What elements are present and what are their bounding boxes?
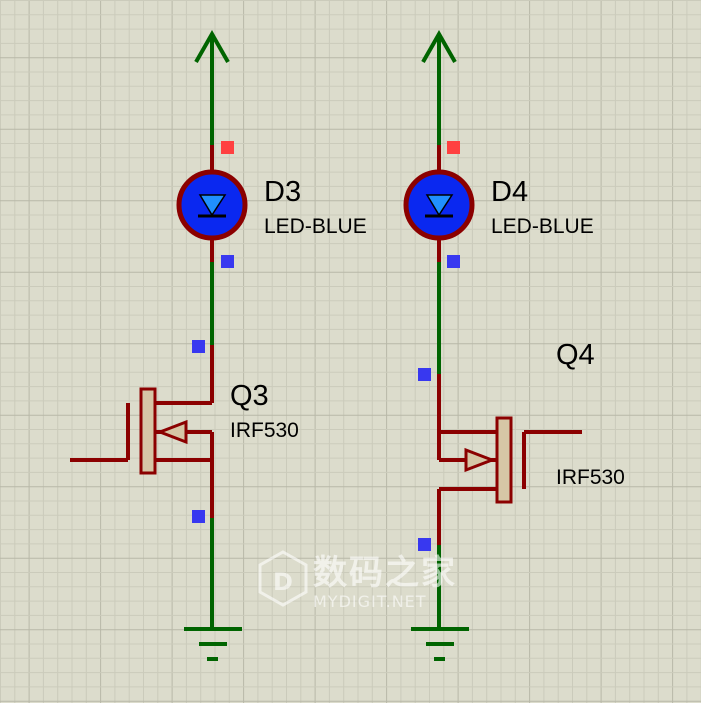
watermark-cn-text: 数码之家 (313, 553, 457, 593)
pin-marker (192, 510, 205, 523)
watermark: D 数码之家 MYDIGIT.NET (258, 550, 457, 611)
pin-marker (192, 340, 205, 353)
power-terminal-icon[interactable] (194, 29, 230, 145)
pin-marker (447, 255, 460, 268)
d4-value-label: LED-BLUE (491, 215, 594, 238)
nmos-icon[interactable] (437, 374, 582, 545)
pin-marker (447, 141, 460, 154)
q3-value-label: IRF530 (230, 419, 299, 442)
watermark-logo-letter: D (273, 568, 293, 596)
circuit-d3-q3: D3 LED-BLUE Q3 IRF530 (70, 29, 367, 661)
circuit-d4-q4: D4 LED-BLUE Q4 IRF530 (403, 29, 625, 661)
pin-marker (221, 141, 234, 154)
pin-marker (418, 538, 431, 551)
watermark-en-text: MYDIGIT.NET (313, 592, 427, 611)
q4-ref-label: Q4 (556, 339, 595, 371)
watermark-logo-icon: D (258, 550, 308, 607)
ground-icon[interactable] (184, 627, 242, 661)
d3-ref-label: D3 (264, 176, 301, 208)
pin-marker (221, 255, 234, 268)
power-terminal-icon[interactable] (421, 29, 457, 145)
q4-value-label: IRF530 (556, 466, 625, 489)
q3-ref-label: Q3 (230, 380, 269, 412)
led-icon[interactable] (176, 169, 248, 241)
led-icon[interactable] (403, 169, 475, 241)
pin-marker (418, 368, 431, 381)
ground-icon[interactable] (411, 627, 469, 661)
d3-value-label: LED-BLUE (264, 215, 367, 238)
nmos-icon[interactable] (70, 345, 214, 518)
d4-ref-label: D4 (491, 176, 528, 208)
